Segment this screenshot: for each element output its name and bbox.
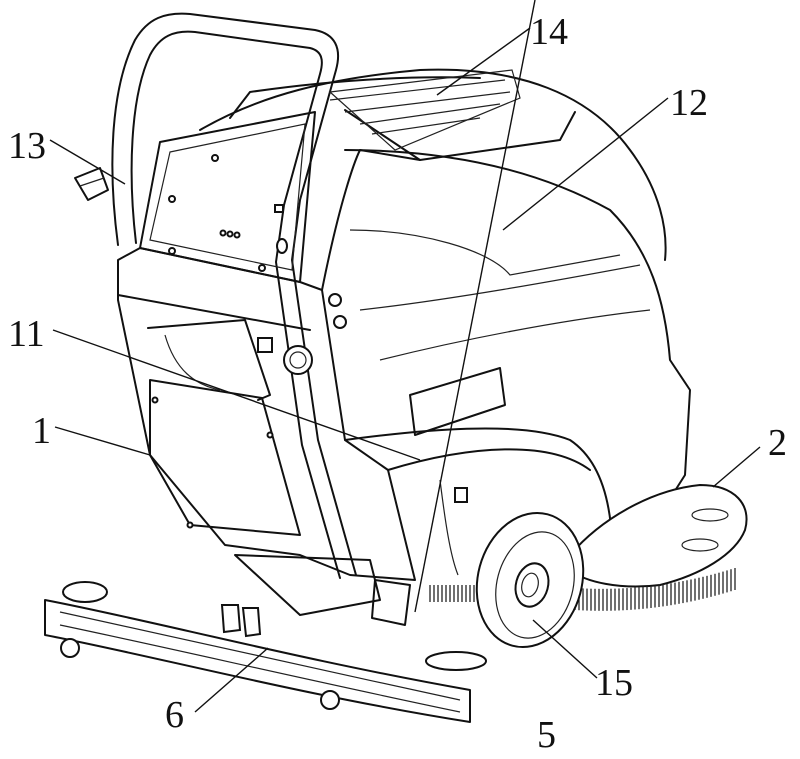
leader-11 [52,329,421,461]
label-6: 6 [165,694,184,736]
brush-deck [429,483,748,611]
label-5: 5 [537,714,556,756]
leader-1 [54,426,151,456]
label-2: 2 [768,422,787,464]
top-cover [199,68,667,261]
leader-6 [194,647,269,713]
main-body [117,149,691,581]
label-15: 15 [595,662,633,704]
callout-labels: 13 11 1 14 12 2 15 5 6 [8,11,787,756]
leader-13 [49,139,126,185]
label-1: 1 [32,410,51,452]
handle-bar [111,12,357,579]
side-hook [74,167,109,201]
vent-grille [328,69,521,151]
solution-tank [147,293,347,536]
leader-12 [502,97,669,231]
label-11: 11 [8,313,45,355]
leader-5 [414,0,536,613]
label-12: 12 [670,82,708,124]
label-13: 13 [8,125,46,167]
leader-lines [49,0,761,713]
leader-15 [532,619,598,679]
squeegee-assembly [44,554,487,723]
label-14: 14 [530,11,568,53]
leader-2 [712,446,761,488]
control-panel [139,111,316,283]
leader-14 [436,27,531,96]
rear-wheel [475,511,585,649]
